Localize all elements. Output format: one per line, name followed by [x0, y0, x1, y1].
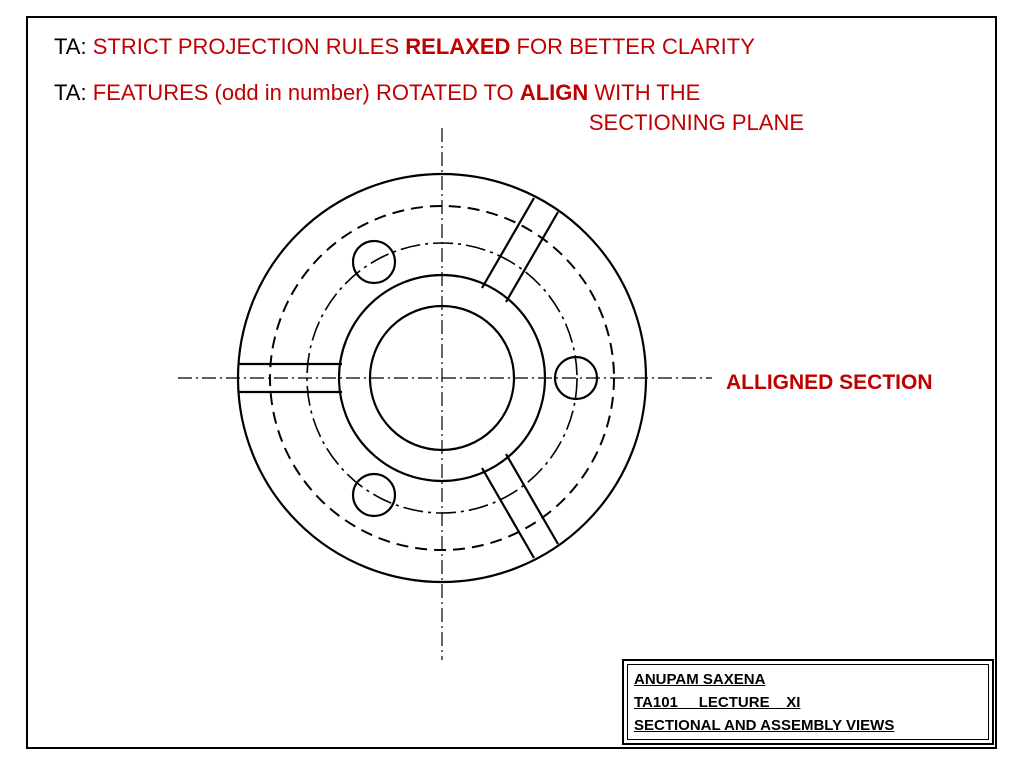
- title-block: ANUPAM SAXENA TA101 LECTURE XI SECTIONAL…: [627, 664, 989, 740]
- header-line-1: TA: STRICT PROJECTION RULES RELAXED FOR …: [54, 34, 755, 60]
- line2-text-a: FEATURES (odd in number) ROTATED TO: [92, 80, 514, 105]
- outer-circle: [236, 172, 648, 584]
- drawing-frame: [26, 16, 997, 749]
- line1-emphasis: RELAXED: [405, 34, 511, 59]
- section-label: ALLIGNED SECTION: [726, 371, 933, 394]
- slot-upper-right-edge-a: [481, 197, 535, 289]
- title-block-topic: SECTIONAL AND ASSEMBLY VIEWS: [634, 717, 895, 734]
- title-block-course: TA101 LECTURE XI: [634, 694, 801, 711]
- hidden-circle: [269, 205, 615, 551]
- line2-prefix: TA:: [54, 80, 87, 105]
- hub-circle: [337, 273, 547, 483]
- title-block-outer: [622, 659, 994, 745]
- flange-geometry: [178, 128, 712, 660]
- pitch-circle: [306, 242, 578, 514]
- title-block-author: ANUPAM SAXENA: [634, 671, 766, 688]
- line2-emphasis: ALIGN: [519, 80, 589, 105]
- bolt-hole-lower-left: [351, 472, 397, 518]
- line1-text-a: STRICT PROJECTION RULES: [92, 34, 400, 59]
- slot-lower-right-edge-a: [481, 467, 535, 559]
- header-line-2: TA: FEATURES (odd in number) ROTATED TO …: [54, 80, 700, 106]
- line1-text-b: FOR BETTER CLARITY: [516, 34, 755, 59]
- line2-text-b: WITH THE: [594, 80, 701, 105]
- slot-upper-right-edge-b: [505, 211, 559, 303]
- header-line-2-continuation: SECTIONING PLANE: [588, 110, 804, 135]
- bolt-hole-upper-left: [351, 239, 397, 285]
- bolt-hole-right: [553, 355, 599, 401]
- slot-lower-right-edge-b: [505, 453, 559, 545]
- line1-prefix: TA:: [54, 34, 87, 59]
- bore-circle: [368, 304, 516, 452]
